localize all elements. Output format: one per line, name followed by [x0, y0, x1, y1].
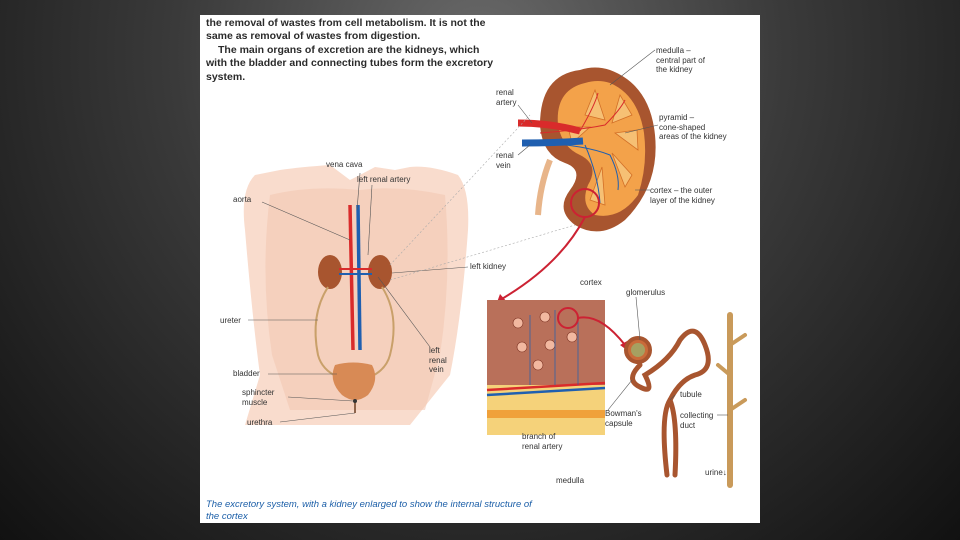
excretory-diagram [243, 49, 747, 488]
label-urethra: urethra [247, 418, 273, 427]
vena-cava-vessel [356, 204, 362, 351]
renal-vein-big [521, 137, 584, 147]
torso-shading [265, 188, 448, 410]
left-ureter [369, 286, 395, 378]
label-left-renal-artery: left renal artery [357, 175, 411, 184]
label-aorta: aorta [233, 195, 252, 204]
sphincter-dot [353, 399, 357, 403]
glomerulus-shape [631, 343, 645, 357]
slide: the removal of wastes from cell metaboli… [200, 15, 760, 523]
aorta-vessel [348, 204, 355, 351]
pyramids [567, 88, 639, 206]
label-left-kidney: left kidney [470, 262, 507, 271]
figure-caption: The excretory system, with a kidney enla… [206, 499, 532, 522]
nephron [624, 312, 747, 488]
cortex-arrow [577, 316, 626, 346]
body-leader-lines [248, 172, 469, 423]
label-medulla-bottom: medulla [556, 476, 585, 485]
right-ureter [314, 286, 339, 378]
label-ureter: ureter [220, 316, 241, 325]
cortex-vein [486, 386, 606, 397]
intro-text: the removal of wastes from cell metaboli… [206, 17, 496, 84]
intro-paragraph-2: The main organs of excretion are the kid… [206, 43, 494, 83]
label-urine: urine↓ [705, 468, 727, 477]
bladder-shape [332, 362, 376, 400]
kidney-leader-lines [517, 49, 659, 191]
cortex-capillaries [529, 310, 579, 385]
label-glomerulus: glomerulus [626, 288, 666, 297]
label-tubule: tubule [680, 390, 702, 399]
zoom-arrow [499, 216, 586, 301]
zoom-lines [389, 114, 576, 281]
intro-paragraph-1: the removal of wastes from cell metaboli… [206, 17, 486, 43]
medulla-stripe [487, 410, 605, 418]
left-kidney-shape [368, 255, 392, 289]
right-kidney [318, 255, 342, 289]
renal-artery-big [517, 119, 581, 135]
cortex-artery [486, 381, 606, 392]
cortex-leader-lines [607, 296, 728, 416]
ureter-big [535, 158, 553, 216]
label-cortex: cortex [580, 278, 602, 287]
label-vena-cava: vena cava [326, 160, 363, 169]
cortex-nephrons [512, 311, 578, 371]
label-bladder: bladder [233, 369, 260, 378]
